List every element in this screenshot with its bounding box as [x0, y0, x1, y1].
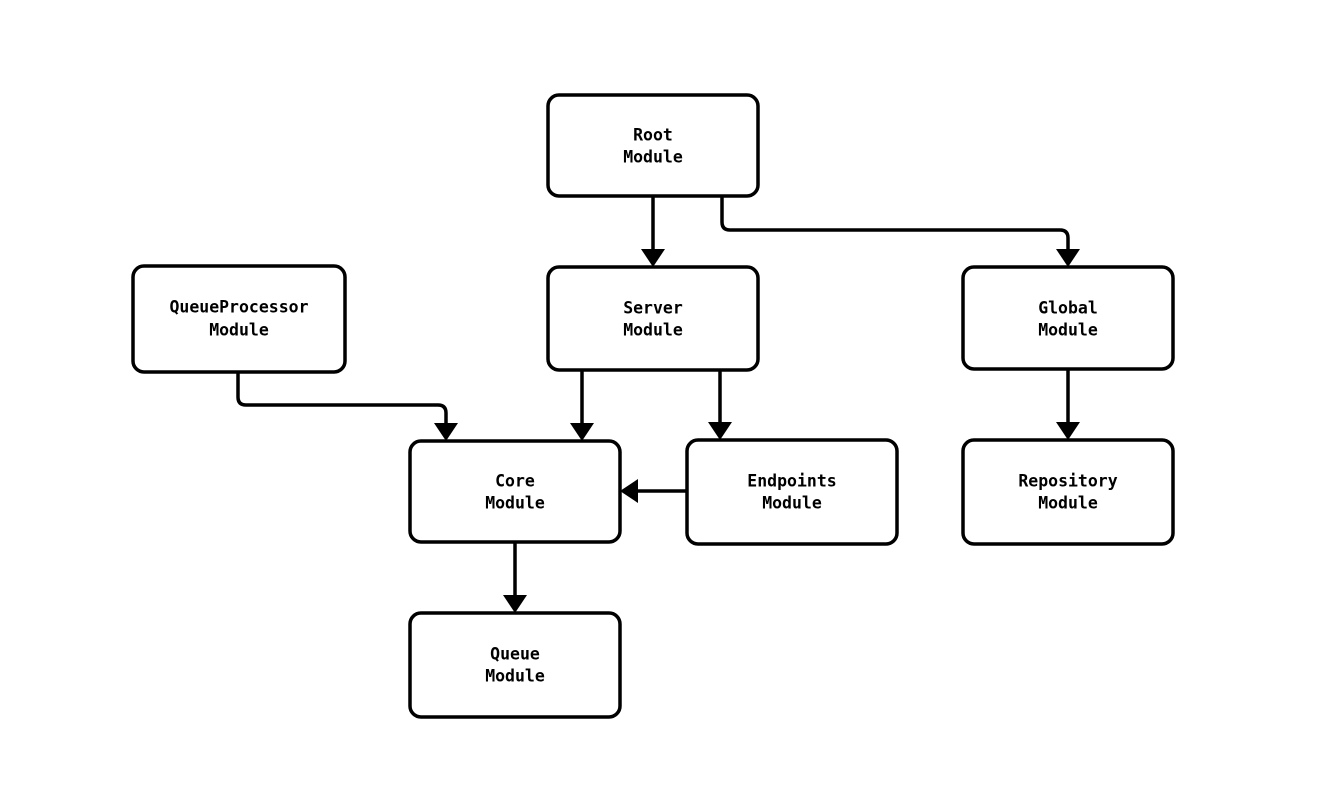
arrowhead-global-to-repository	[1056, 422, 1080, 440]
repository-module-label-line1: Repository	[1018, 472, 1117, 491]
repository-module-box[interactable]	[961, 438, 1175, 546]
arrowhead-server-to-endpoints	[708, 422, 732, 440]
arrowhead-server-to-core	[570, 423, 594, 441]
root-module-node[interactable]: Root Module	[546, 93, 760, 198]
core-module-label-line2: Module	[485, 494, 545, 513]
edge-server-to-endpoints	[708, 370, 732, 440]
root-module-label-line1: Root	[633, 126, 673, 145]
server-module-box[interactable]	[546, 265, 760, 372]
edge-core-to-queue	[503, 542, 527, 613]
edge-line-queueprocessor-to-core	[236, 372, 448, 423]
endpoints-module-node[interactable]: Endpoints Module	[685, 438, 899, 546]
repository-module-label-line2: Module	[1038, 494, 1098, 513]
edge-server-to-core	[570, 370, 594, 441]
edge-queueprocessor-to-core	[236, 372, 458, 441]
arrowhead-queueprocessor-to-core	[434, 423, 458, 441]
server-module-node[interactable]: Server Module	[546, 265, 760, 372]
queueprocessor-module-label-line2: Module	[209, 321, 269, 340]
queueprocessor-module-label-line1: QueueProcessor	[169, 298, 308, 317]
arrowhead-endpoints-to-core	[620, 479, 638, 503]
endpoints-module-label-line2: Module	[762, 494, 822, 513]
arrowhead-root-to-global	[1056, 249, 1080, 267]
server-module-label-line2: Module	[623, 321, 683, 340]
edge-global-to-repository	[1056, 369, 1080, 440]
arrowhead-core-to-queue	[503, 595, 527, 613]
queueprocessor-module-node[interactable]: QueueProcessor Module	[131, 264, 347, 374]
queue-module-node[interactable]: Queue Module	[408, 611, 622, 719]
global-module-label-line1: Global	[1038, 299, 1098, 318]
edge-line-root-to-global	[720, 196, 1070, 249]
edge-root-to-server	[641, 196, 665, 267]
global-module-label-line2: Module	[1038, 321, 1098, 340]
global-module-box[interactable]	[961, 265, 1175, 371]
arrowhead-root-to-server	[641, 249, 665, 267]
server-module-label-line1: Server	[623, 299, 683, 318]
repository-module-node[interactable]: Repository Module	[961, 438, 1175, 546]
edge-root-to-global	[720, 196, 1080, 267]
queue-module-label-line1: Queue	[490, 645, 540, 664]
core-module-box[interactable]	[408, 439, 622, 544]
root-module-label-line2: Module	[623, 148, 683, 167]
global-module-node[interactable]: Global Module	[961, 265, 1175, 371]
root-module-box[interactable]	[546, 93, 760, 198]
queue-module-box[interactable]	[408, 611, 622, 719]
endpoints-module-box[interactable]	[685, 438, 899, 546]
nodes-layer: Root Module QueueProcessor Module Server…	[131, 93, 1175, 719]
edge-endpoints-to-core	[620, 479, 687, 503]
queue-module-label-line2: Module	[485, 667, 545, 686]
edges-layer	[236, 196, 1080, 613]
core-module-label-line1: Core	[495, 472, 535, 491]
endpoints-module-label-line1: Endpoints	[747, 472, 836, 491]
queueprocessor-module-box[interactable]	[131, 264, 347, 374]
core-module-node[interactable]: Core Module	[408, 439, 622, 544]
